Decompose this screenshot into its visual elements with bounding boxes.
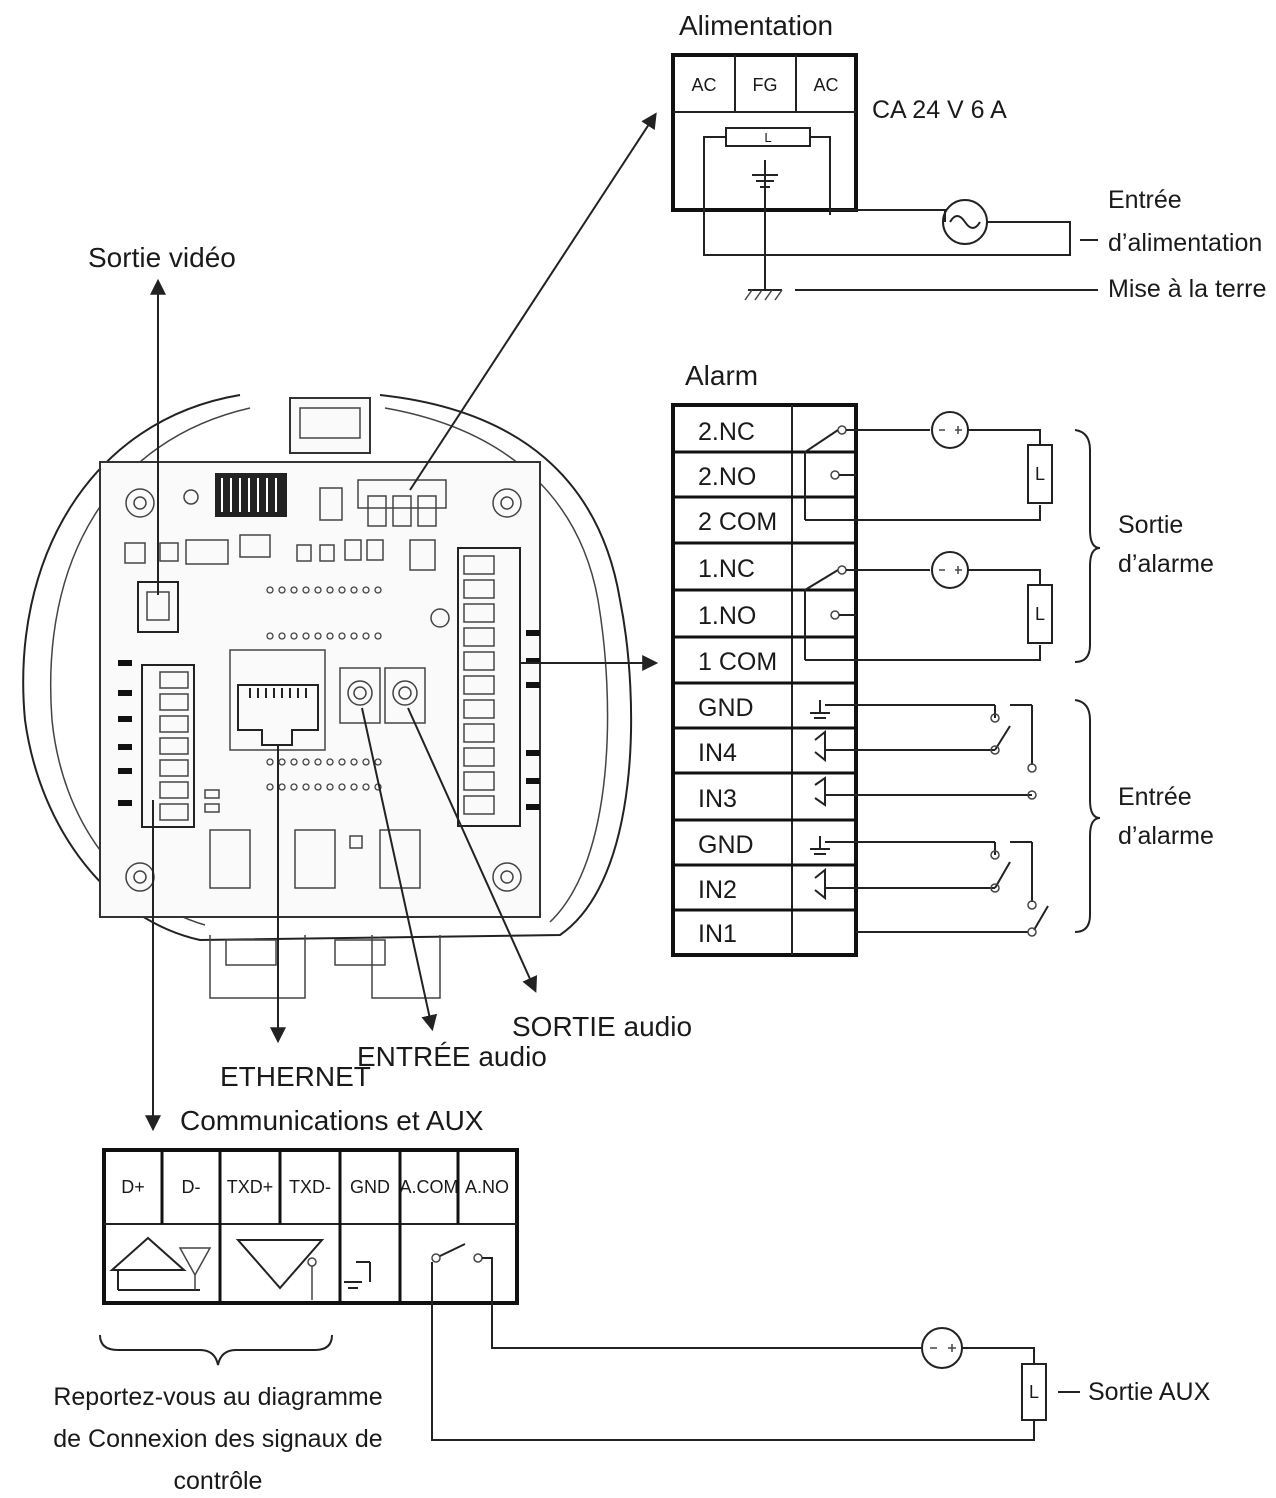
alarm-in-label-2: d’alarme — [1118, 822, 1214, 850]
video-out-label: Sortie vidéo — [88, 242, 236, 273]
comm-terminal-dminus: D- — [182, 1177, 201, 1197]
power-block: Alimentation AC FG AC L CA 24 V 6 A — [671, 10, 1266, 303]
comm-block: D+ D- TXD+ TXD- GND A.COM A.NO — [102, 1148, 519, 1305]
power-terminal-ac-2: AC — [813, 75, 838, 95]
ground-icon — [344, 1261, 371, 1289]
connection-arrows — [145, 112, 659, 1132]
alarm-in-label-1: Entrée — [1118, 783, 1192, 811]
ground-label: Mise à la terre — [1108, 275, 1266, 303]
alarm-terminal-1no: 1.NO — [698, 602, 756, 630]
comm-terminal-gnd: GND — [350, 1177, 390, 1197]
alarm-terminal-gnd-1: GND — [698, 694, 754, 722]
comm-terminal-dplus: D+ — [121, 1177, 145, 1197]
audio-out-label: SORTIE audio — [512, 1011, 692, 1042]
note-line-2: de Connexion des signaux de — [53, 1425, 382, 1453]
alarm-title: Alarm — [685, 360, 758, 391]
alarm-terminal-in1: IN1 — [698, 920, 737, 948]
screw-icon — [125, 488, 522, 892]
comm-terminal-txdplus: TXD+ — [227, 1177, 274, 1197]
aux-output-circuit: L Sortie AUX — [431, 1303, 1211, 1441]
relay-2-icon — [804, 425, 1041, 521]
alarm-terminal-gnd-2: GND — [698, 831, 754, 859]
aux-relay-icon — [431, 1243, 493, 1303]
power-title: Alimentation — [679, 10, 833, 41]
note-line-1: Reportez-vous au diagramme — [53, 1383, 382, 1411]
comm-terminal-acom: A.COM — [399, 1177, 458, 1197]
line-receiver-icon — [235, 1239, 325, 1300]
ethernet-label: ETHERNET — [220, 1061, 371, 1092]
aux-load-label: L — [1029, 1382, 1039, 1402]
alarm-input-switch-icon — [810, 700, 1037, 807]
power-terminal-fg: FG — [753, 75, 778, 95]
alarm-terminal-1nc: 1.NC — [698, 555, 755, 583]
audio-in-label: ENTRÉE audio — [357, 1041, 547, 1072]
comm-terminal-txdminus: TXD- — [289, 1177, 331, 1197]
alarm-load-2: L — [1035, 604, 1045, 624]
power-spec: CA 24 V 6 A — [872, 96, 1007, 124]
alarm-load-1: L — [1035, 464, 1045, 484]
power-terminal-ac-1: AC — [691, 75, 716, 95]
alarm-terminal-in4: IN4 — [698, 739, 737, 767]
source-icon — [931, 411, 969, 449]
comm-terminal-ano: A.NO — [465, 1177, 509, 1197]
alarm-terminal-in2: IN2 — [698, 876, 737, 904]
alarm-terminal-2no: 2.NO — [698, 463, 756, 491]
camera-board — [22, 394, 633, 999]
alarm-block: Alarm 2.NC 2.NO 2 COM 1.NC 1.NO 1 COM GN… — [671, 360, 1214, 957]
comm-title: Communications et AUX — [180, 1105, 484, 1136]
relay-1-icon — [804, 565, 1041, 661]
alarm-out-label-1: Sortie — [1118, 511, 1183, 539]
power-input-label-2: d’alimentation — [1108, 229, 1262, 257]
alarm-terminal-2nc: 2.NC — [698, 418, 755, 446]
alarm-input-switch-icon — [810, 836, 1049, 937]
alarm-terminal-1com: 1 COM — [698, 648, 777, 676]
alarm-terminal-2com: 2 COM — [698, 508, 777, 536]
power-input-label-1: Entrée — [1108, 186, 1182, 214]
source-icon — [931, 551, 969, 589]
alarm-terminal-in3: IN3 — [698, 785, 737, 813]
alarm-out-label-2: d’alarme — [1118, 550, 1214, 578]
aux-out-label: Sortie AUX — [1088, 1378, 1211, 1406]
line-driver-icon — [109, 1236, 212, 1291]
note-line-3: contrôle — [174, 1467, 263, 1495]
power-load-label: L — [764, 130, 771, 145]
earth-ground-icon — [744, 289, 783, 301]
